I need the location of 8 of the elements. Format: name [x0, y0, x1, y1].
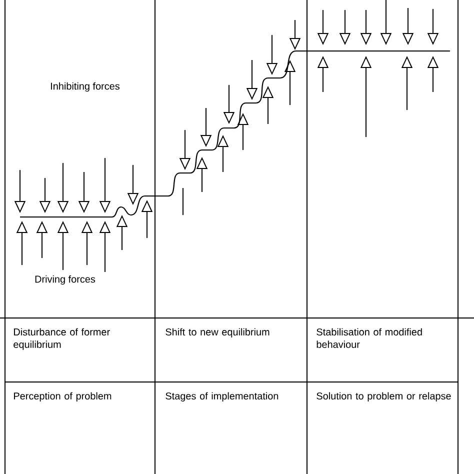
table-text: Perception of problem: [14, 392, 112, 402]
table-text: Disturbance of former equilibrium: [14, 328, 110, 350]
table-text: Shift to new equilibrium: [166, 328, 270, 338]
table-text: Stages of implementation: [166, 392, 278, 402]
force-label: Driving forces: [35, 275, 96, 285]
table-text: Stabilisation of modified behaviour: [316, 328, 422, 348]
table-text: Solution to problem or relapse: [316, 392, 451, 402]
force-label: Inhibiting forces: [51, 82, 120, 92]
